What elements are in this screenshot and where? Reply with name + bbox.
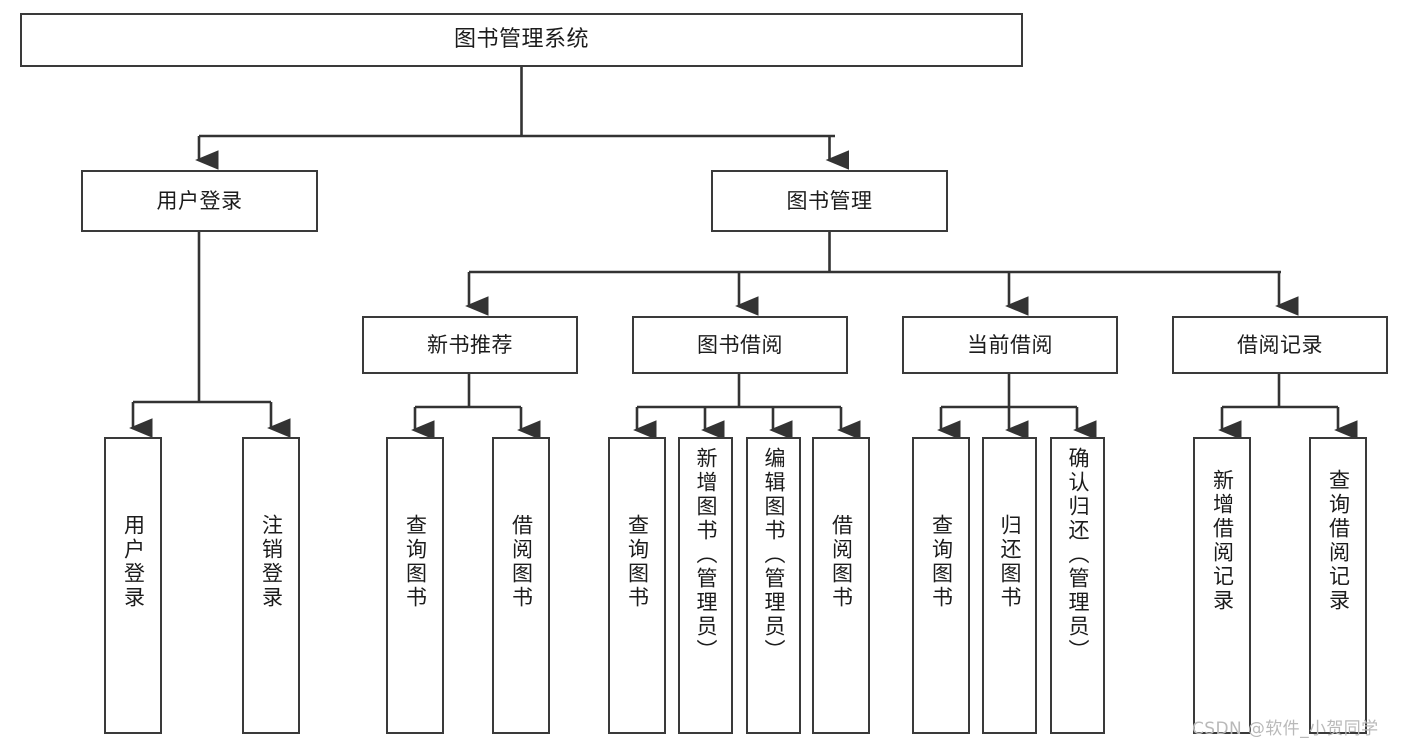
node-leaf-edit-book-label: 编辑图书（管理员） [762, 447, 786, 663]
node-leaf-return-book-label: 归还图书 [998, 514, 1022, 610]
node-leaf-query-book-3[interactable]: 查询图书 [912, 437, 970, 734]
node-leaf-add-book-label: 新增图书（管理员） [694, 447, 718, 663]
node-leaf-add-book[interactable]: 新增图书（管理员） [678, 437, 733, 734]
node-leaf-borrow-book-2-label: 借阅图书 [829, 514, 854, 610]
node-leaf-confirm-return[interactable]: 确认归还（管理员） [1050, 437, 1105, 734]
node-leaf-borrow-book-1[interactable]: 借阅图书 [492, 437, 550, 734]
node-root[interactable]: 图书管理系统 [20, 13, 1023, 67]
node-book-borrow-label: 图书借阅 [697, 332, 783, 357]
node-leaf-edit-book[interactable]: 编辑图书（管理员） [746, 437, 801, 734]
node-book-borrow[interactable]: 图书借阅 [632, 316, 848, 374]
node-leaf-query-book-3-label: 查询图书 [929, 514, 954, 610]
node-leaf-query-borrow-record[interactable]: 查询借阅记录 [1309, 437, 1367, 734]
node-leaf-user-login[interactable]: 用户登录 [104, 437, 162, 734]
node-leaf-user-login-label: 用户登录 [121, 514, 146, 610]
node-leaf-query-book-2[interactable]: 查询图书 [608, 437, 666, 734]
node-leaf-return-book[interactable]: 归还图书 [982, 437, 1037, 734]
node-leaf-borrow-book-1-label: 借阅图书 [509, 514, 534, 610]
node-new-book-recommend-label: 新书推荐 [427, 332, 513, 357]
node-leaf-query-book-1[interactable]: 查询图书 [386, 437, 444, 734]
node-leaf-logout-login[interactable]: 注销登录 [242, 437, 300, 734]
node-leaf-logout-login-label: 注销登录 [259, 514, 284, 610]
node-borrow-record[interactable]: 借阅记录 [1172, 316, 1388, 374]
node-root-label: 图书管理系统 [453, 27, 589, 53]
node-borrow-record-label: 借阅记录 [1237, 332, 1323, 357]
node-new-book-recommend[interactable]: 新书推荐 [362, 316, 578, 374]
node-current-borrow-label: 当前借阅 [967, 332, 1053, 357]
node-leaf-query-borrow-record-label: 查询借阅记录 [1326, 469, 1351, 613]
node-leaf-add-borrow-record[interactable]: 新增借阅记录 [1193, 437, 1251, 734]
node-leaf-confirm-return-label: 确认归还（管理员） [1066, 447, 1090, 663]
node-leaf-add-borrow-record-label: 新增借阅记录 [1210, 469, 1235, 613]
node-user-login-label: 用户登录 [156, 188, 243, 213]
node-current-borrow[interactable]: 当前借阅 [902, 316, 1118, 374]
node-user-login[interactable]: 用户登录 [81, 170, 318, 232]
node-book-manage-label: 图书管理 [786, 188, 873, 213]
node-leaf-query-book-2-label: 查询图书 [625, 514, 650, 610]
node-leaf-borrow-book-2[interactable]: 借阅图书 [812, 437, 870, 734]
node-leaf-query-book-1-label: 查询图书 [403, 514, 428, 610]
node-book-manage[interactable]: 图书管理 [711, 170, 948, 232]
